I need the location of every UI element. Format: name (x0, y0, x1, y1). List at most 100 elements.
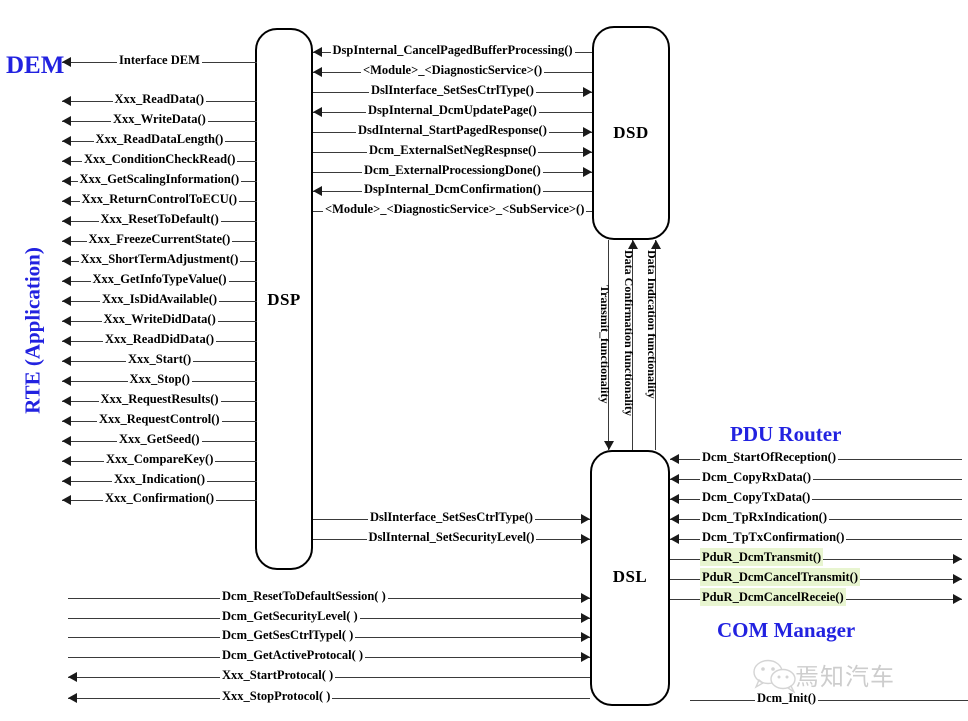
connector-label: Xxx_WriteDidData() (101, 310, 218, 328)
connector-label: Dcm_ExternalProcessiongDone() (362, 161, 543, 179)
connector-row: DslInterface_SetSesCtrlType() (313, 508, 590, 528)
watermark: 焉知汽车 (753, 657, 895, 693)
arrow-head-right (581, 533, 590, 544)
connector-label: Dcm_CopyTxData() (700, 488, 813, 506)
connector-row: <Module>_<DiagnosticService>() (313, 61, 592, 81)
connector-label: Xxx_StopProtocol( ) (220, 687, 333, 705)
connector-row: Dcm_ExternalProcessiongDone() (313, 161, 592, 181)
arrow-head-left (62, 155, 71, 166)
connector-row: Xxx_WriteData() (62, 110, 257, 130)
arrow-head-left (62, 415, 71, 426)
arrow-head-left (62, 115, 71, 126)
module-label-dsp: DSP (267, 290, 301, 309)
connector-label: PduR_DcmTransmit() (700, 548, 824, 566)
arrow-head-left (313, 185, 322, 196)
connector-label: PduR_DcmCancelReceie() (700, 588, 846, 606)
connector-row: Dcm_StartOfReception() (670, 448, 962, 468)
pdu-router-title: PDU Router (730, 422, 842, 446)
arrow-head-right (581, 612, 590, 623)
connector-row: Xxx_ShortTermAdjustment() (62, 250, 257, 270)
arrow-head-left (313, 106, 322, 117)
connector-label: Xxx_ReadDidData() (103, 330, 217, 348)
module-box-dsd (592, 26, 670, 240)
arrow-head-right (583, 126, 592, 137)
arrow-head-right (583, 146, 592, 157)
connector-label: Xxx_WriteData() (111, 110, 208, 128)
connector-label: Xxx_Stop() (127, 370, 192, 388)
arrow-head-down (604, 441, 614, 450)
connector-row: Interface DEM (62, 51, 257, 71)
arrow-head-left (62, 395, 71, 406)
arrow-head-up (651, 240, 661, 249)
dem-title: DEM (6, 52, 65, 79)
arrow-head-left (62, 455, 71, 466)
arrow-head-left (62, 295, 71, 306)
connector-label: Dcm_GetActiveProtocal( ) (220, 646, 366, 664)
connector-row: Dcm_ResetToDefaultSession( ) (68, 587, 590, 607)
connector-label: Dcm_CopyRxData() (700, 468, 814, 486)
connector-row: Dcm_GetActiveProtocal( ) (68, 646, 590, 666)
connector-row: Xxx_FreezeCurrentState() (62, 230, 257, 250)
watermark-text: 焉知汽车 (795, 663, 895, 691)
connector-row: Dcm_GetSesCtrlTypel( ) (68, 626, 590, 646)
connector-label: Dcm_TpTxConfirmation() (700, 528, 847, 546)
connector-label: <Module>_<DiagnosticService>_<SubService… (323, 200, 587, 218)
arrow-head-left (62, 315, 71, 326)
arrow-head-left (68, 671, 77, 682)
vertical-connector-label: Data Confirmation functionality (622, 250, 636, 416)
arrow-head-left (62, 215, 71, 226)
connector-row: Xxx_IsDidAvailable() (62, 290, 257, 310)
connector-row: Xxx_Indication() (62, 470, 257, 490)
connector-line (670, 499, 962, 500)
connector-label: DspInternal_DcmConfirmation() (362, 180, 544, 198)
arrow-head-left (62, 195, 71, 206)
connector-label: Xxx_GetInfoTypeValue() (90, 270, 229, 288)
vertical-connector-label: Transmit_functionality (598, 285, 612, 404)
connector-row: Xxx_CompareKey() (62, 450, 257, 470)
connector-row: DslInternal_SetSecurityLevel() (313, 528, 590, 548)
connector-row: Xxx_ReadData() (62, 90, 257, 110)
connector-row: Xxx_RequestResults() (62, 390, 257, 410)
connector-row: Xxx_ReadDidData() (62, 330, 257, 350)
module-box-dsp (255, 28, 313, 570)
connector-label: Xxx_ConditionCheckRead() (82, 150, 238, 168)
connector-label: Xxx_CompareKey() (104, 450, 216, 468)
connector-row: DspInternal_DcmUpdatePage() (313, 101, 592, 121)
arrow-head-right (581, 592, 590, 603)
arrow-head-right (581, 651, 590, 662)
vertical-connector-label: Data Indication functionality (645, 250, 659, 399)
connector-label: Dcm_GetSecurityLevel( ) (220, 607, 360, 625)
connector-label: <Module>_<DiagnosticService>() (361, 61, 545, 79)
connector-row: PduR_DcmTransmit() (670, 548, 962, 568)
vertical-connector-line (632, 240, 633, 450)
arrow-head-left (62, 275, 71, 286)
arrow-head-left (62, 335, 71, 346)
connector-label: DslInterface_SetSesCtrlType() (368, 508, 535, 526)
arrow-head-left (670, 473, 679, 484)
connector-label: Dcm_ResetToDefaultSession( ) (220, 587, 388, 605)
connector-label: Xxx_GetScalingInformation() (77, 170, 242, 188)
arrow-head-left (62, 475, 71, 486)
connector-label: DslInternal_SetSecurityLevel() (366, 528, 537, 546)
com-manager-title: COM Manager (717, 618, 856, 642)
arrow-head-left (670, 513, 679, 524)
connector-row: Xxx_GetInfoTypeValue() (62, 270, 257, 290)
arrow-head-right (583, 86, 592, 97)
connector-label: PduR_DcmCancelTransmit() (700, 568, 860, 586)
arrow-head-right (953, 573, 962, 584)
arrow-head-up (628, 240, 638, 249)
arrow-head-right (581, 513, 590, 524)
arrow-head-left (62, 175, 71, 186)
arrow-head-right (583, 166, 592, 177)
connector-row: <Module>_<DiagnosticService>_<SubService… (313, 200, 592, 220)
arrow-head-right (581, 631, 590, 642)
vertical-connector-line (655, 240, 656, 450)
connector-row: PduR_DcmCancelTransmit() (670, 568, 962, 588)
connector-row: DspInternal_DcmConfirmation() (313, 180, 592, 200)
connector-row: Xxx_Stop() (62, 370, 257, 390)
connector-row: Dcm_GetSecurityLevel( ) (68, 607, 590, 627)
arrow-head-left (62, 95, 71, 106)
connector-label: Xxx_ReturnControlToECU() (79, 190, 240, 208)
connector-label: Xxx_ReadData() (112, 90, 207, 108)
connector-row: Xxx_GetSeed() (62, 430, 257, 450)
